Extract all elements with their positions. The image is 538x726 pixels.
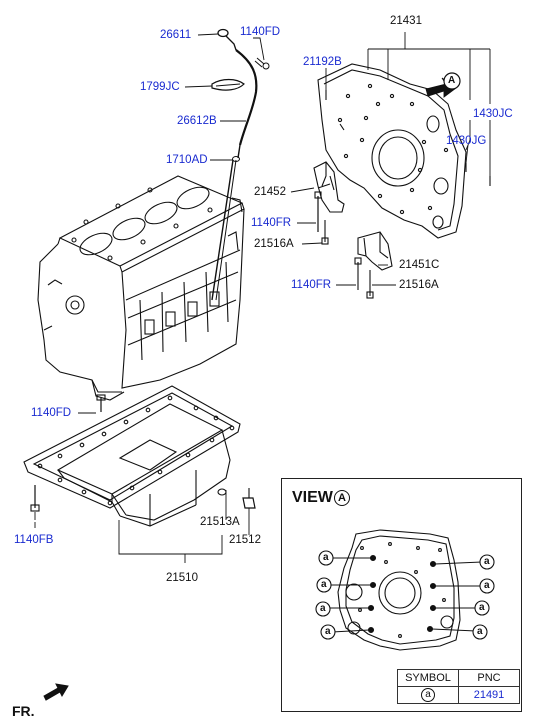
label-1140fd-mid: 1140FD [31, 407, 72, 419]
leader-lines [34, 32, 491, 563]
pnc-cell: 21491 [458, 686, 520, 704]
label-1799jc: 1799JC [140, 81, 180, 93]
label-26611: 26611 [160, 29, 192, 41]
view-hole-symbol-6: a [484, 580, 490, 591]
symbol-letter: a [425, 689, 431, 700]
pnc-header: PNC [458, 669, 520, 687]
view-hole-symbol-3: a [320, 603, 326, 614]
view-a-plate [330, 529, 483, 651]
view-hole-symbol-2: a [321, 579, 327, 590]
cylinder-block [37, 159, 245, 401]
label-21452: 21452 [254, 186, 286, 198]
front-direction-arrow [43, 683, 69, 701]
label-21516a-b: 21516A [399, 279, 439, 291]
label-21516a-a: 21516A [254, 238, 294, 250]
label-21192b: 21192B [303, 56, 342, 68]
oil-pan [23, 385, 256, 527]
view-callout-marker: A [448, 75, 456, 86]
mount-brackets [313, 161, 393, 299]
front-label: FR. [12, 703, 35, 719]
symbol-header: SYMBOL [397, 669, 459, 687]
symbol-circle: a [421, 688, 435, 702]
label-21431: 21431 [390, 15, 422, 27]
label-1430jc: 1430JC [473, 108, 513, 120]
label-1710ad: 1710AD [166, 154, 208, 166]
label-21513a: 21513A [200, 516, 240, 528]
view-hole-symbol-8: a [477, 626, 483, 637]
symbol-table: SYMBOL PNC a 21491 [397, 669, 520, 704]
label-1140fr-b: 1140FR [291, 279, 332, 291]
label-21451c: 21451C [399, 259, 440, 271]
oil-level-gauge [211, 28, 270, 162]
view-hole-symbol-4: a [325, 626, 331, 637]
label-21512: 21512 [229, 534, 261, 546]
view-a-symbol-circles [315, 550, 495, 640]
view-hole-symbol-5: a [484, 556, 490, 567]
view-marker: A [334, 490, 350, 506]
label-1140fr-a: 1140FR [251, 217, 292, 229]
view-a-frame [281, 478, 522, 712]
symbol-cell: a [397, 686, 459, 704]
label-1140fd-top: 1140FD [240, 26, 281, 38]
label-1430jg: 1430JG [446, 135, 487, 147]
label-21510: 21510 [166, 572, 198, 584]
label-26612b: 26612B [177, 115, 217, 127]
view-hole-symbol-1: a [323, 552, 329, 563]
rear-plate [317, 63, 491, 239]
view-title: VIEW [292, 489, 333, 506]
view-hole-symbol-7: a [479, 602, 485, 613]
label-1140fb: 1140FB [14, 534, 54, 546]
